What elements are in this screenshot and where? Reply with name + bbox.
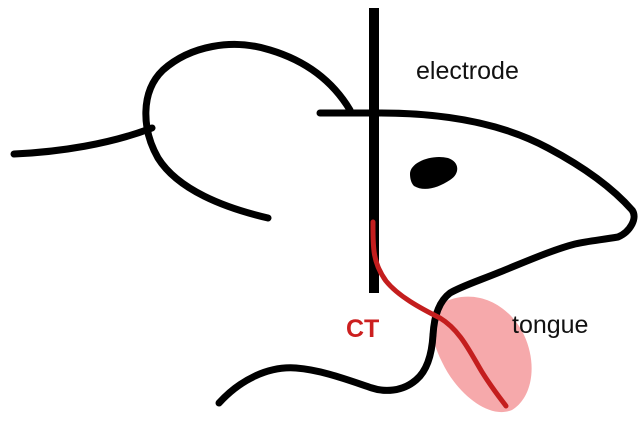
jaw-outline — [219, 335, 433, 403]
ear-outline — [146, 44, 350, 218]
eye-icon — [410, 157, 457, 189]
electrode-label: electrode — [416, 57, 519, 85]
ct-label: CT — [346, 315, 379, 343]
neck-outline — [14, 128, 152, 154]
tongue-label: tongue — [512, 311, 588, 339]
